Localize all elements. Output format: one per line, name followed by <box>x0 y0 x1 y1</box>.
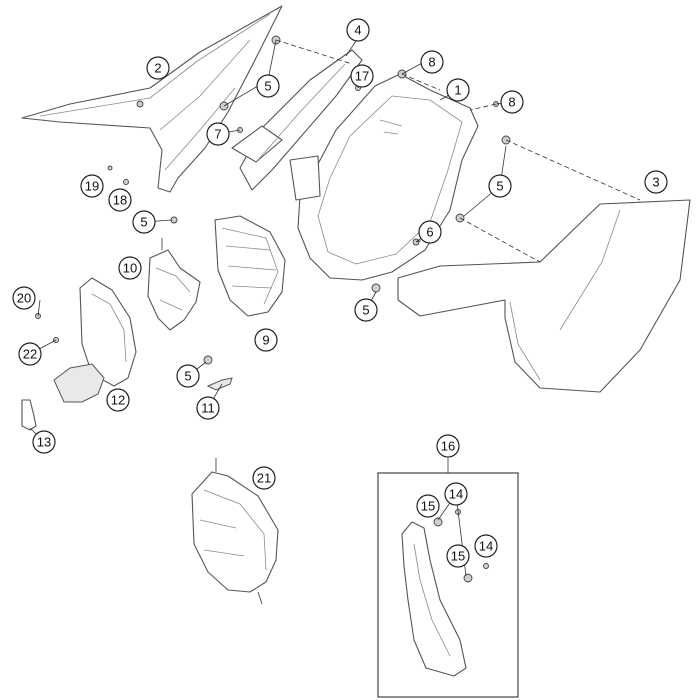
callout-21: 21 <box>252 466 276 490</box>
callout-11: 11 <box>196 396 220 420</box>
callout-2: 2 <box>146 56 170 80</box>
callout-label: 5 <box>140 215 147 230</box>
callout-7: 7 <box>206 122 230 146</box>
callout-19: 19 <box>80 174 104 198</box>
callout-18: 18 <box>108 188 132 212</box>
callout-label: 8 <box>508 95 515 110</box>
callout-label: 5 <box>184 369 191 384</box>
callout-label: 8 <box>428 55 435 70</box>
callout-label: 14 <box>449 487 463 502</box>
part-13-clip <box>21 399 37 431</box>
callout-4: 4 <box>346 18 370 42</box>
callout-20: 20 <box>12 286 36 310</box>
callout-label: 18 <box>113 193 127 208</box>
callout-17: 17 <box>350 64 374 88</box>
callout-label: 5 <box>264 79 271 94</box>
callout-label: 4 <box>354 23 361 38</box>
callout-22: 22 <box>18 342 42 366</box>
callout-label: 5 <box>362 303 369 318</box>
callout-label: 6 <box>426 225 433 240</box>
callout-label: 19 <box>85 179 99 194</box>
callout-label: 2 <box>154 61 161 76</box>
callout-12: 12 <box>106 388 130 412</box>
assembly-dash-lines <box>275 39 641 263</box>
callout-label: 12 <box>111 393 125 408</box>
part-16-inset-bracket <box>401 521 467 677</box>
callout-16: 16 <box>436 434 460 458</box>
part-4-bracket-strip <box>231 49 363 191</box>
callout-5c: 5 <box>132 210 156 234</box>
callout-3: 3 <box>644 170 668 194</box>
callout-label: 20 <box>17 291 31 306</box>
callout-14b: 14 <box>474 534 498 558</box>
callout-14a: 14 <box>444 482 468 506</box>
callout-label: 17 <box>355 69 369 84</box>
callout-label: 5 <box>496 179 503 194</box>
callout-15b: 15 <box>446 544 470 568</box>
callout-label: 1 <box>454 83 461 98</box>
callout-label: 3 <box>652 175 659 190</box>
callout-13: 13 <box>32 430 56 454</box>
callout-5a: 5 <box>256 74 280 98</box>
callout-label: 13 <box>37 435 51 450</box>
callout-5e: 5 <box>176 364 200 388</box>
part-3-right-side-panel <box>397 199 691 393</box>
callout-label: 15 <box>451 549 465 564</box>
callout-label: 22 <box>23 347 37 362</box>
callout-label: 21 <box>257 471 271 486</box>
callout-label: 7 <box>214 127 221 142</box>
part-12-filter-housing <box>53 277 137 403</box>
callout-9: 9 <box>254 328 278 352</box>
callout-5b: 5 <box>488 174 512 198</box>
callout-label: 10 <box>123 261 137 276</box>
callout-1: 1 <box>446 78 470 102</box>
callout-15a: 15 <box>416 494 440 518</box>
callout-10: 10 <box>118 256 142 280</box>
callout-label: 11 <box>201 401 215 416</box>
callout-label: 9 <box>262 333 269 348</box>
callout-label: 16 <box>441 439 455 454</box>
callout-label: 14 <box>479 539 493 554</box>
part-10-filter-cage <box>147 238 201 331</box>
callout-6: 6 <box>418 220 442 244</box>
callout-8a: 8 <box>420 50 444 74</box>
callout-label: 15 <box>421 499 435 514</box>
callout-5d: 5 <box>354 298 378 322</box>
hardware-items <box>35 35 511 583</box>
part-9-filter-cover <box>214 215 286 317</box>
part-21-filter-insert <box>191 458 279 605</box>
part-11-small-bracket <box>206 377 233 391</box>
callout-8b: 8 <box>500 90 524 114</box>
